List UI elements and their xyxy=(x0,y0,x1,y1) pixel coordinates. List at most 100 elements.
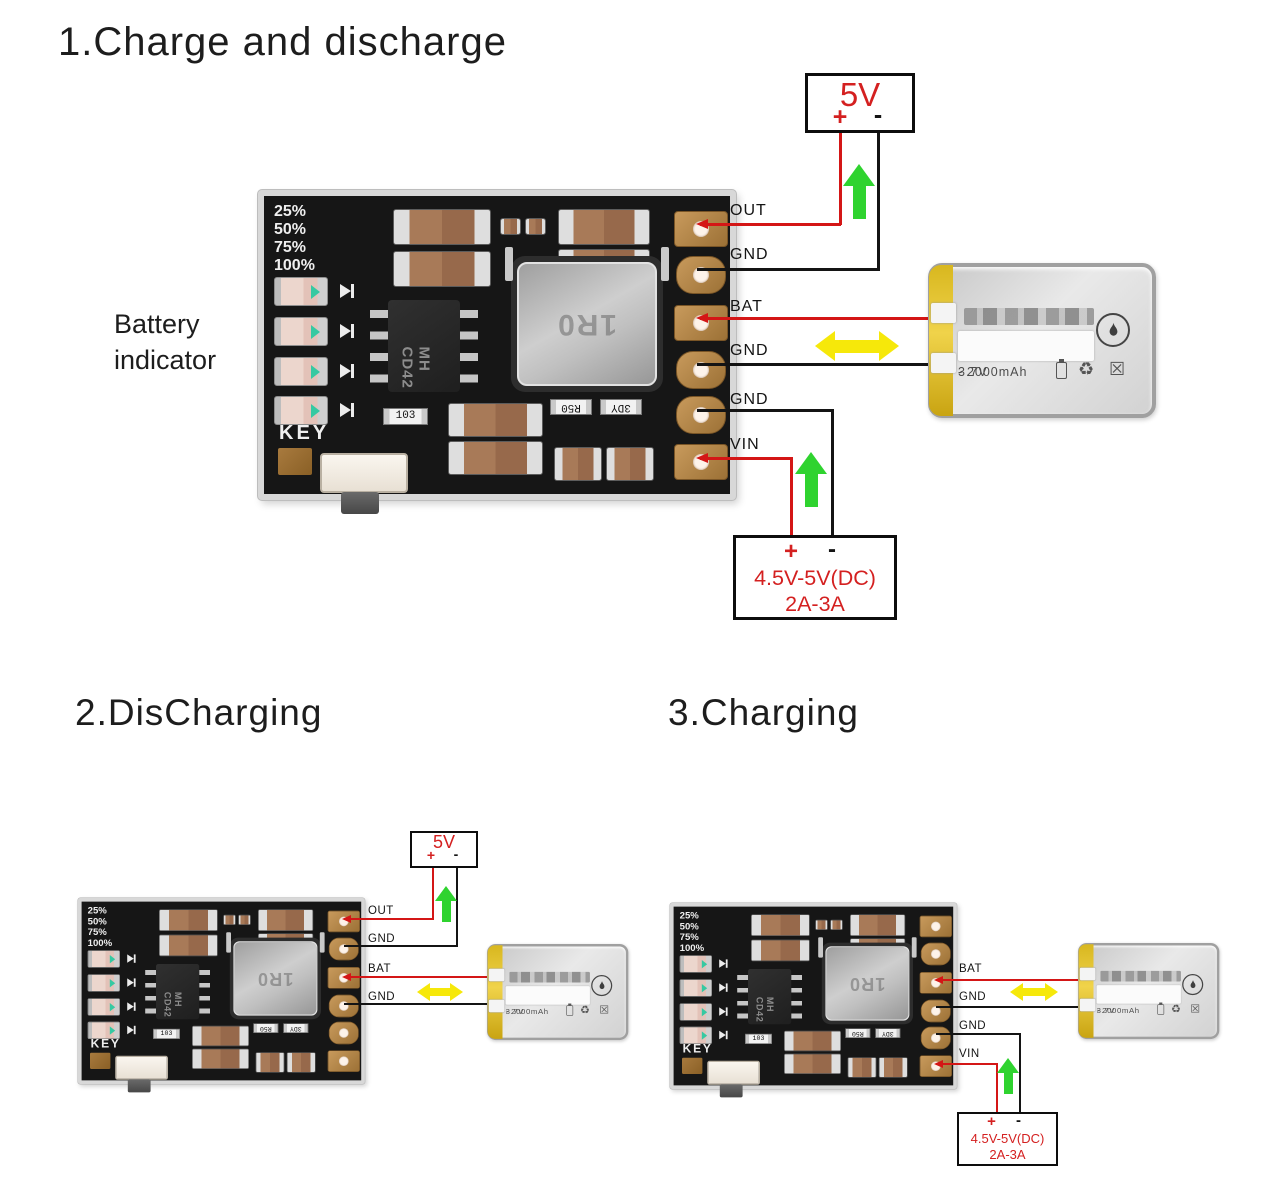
capacitor xyxy=(393,251,491,287)
battery-icon xyxy=(1056,359,1067,379)
lipo-battery: - 3.7V 2000mAh ♻ ☒ xyxy=(1078,943,1220,1040)
diode-arrow-icon xyxy=(340,324,354,338)
battery-negative-tab xyxy=(931,353,956,373)
pin-pad-gnd xyxy=(676,396,726,434)
key-switch xyxy=(115,1055,168,1080)
current-flow-up-arrow xyxy=(843,164,875,219)
led-indicator xyxy=(87,1021,120,1039)
section-2-title: 2.DisCharging xyxy=(75,692,323,733)
capacitor xyxy=(192,1025,249,1047)
supply-5v-box: 5V + - xyxy=(410,831,478,868)
gnd-wire xyxy=(831,409,834,536)
resistor-3dy: 3DY xyxy=(875,1028,901,1038)
minus-sign: - xyxy=(828,536,836,563)
plus-sign: + xyxy=(426,847,436,863)
battery-slot-3: - 3.7V 2000mAh ♻ ☒ xyxy=(1078,943,1220,1040)
pin-label-gnd: GND xyxy=(959,1020,987,1032)
resistor-3dy: 3DY xyxy=(600,399,642,415)
bat-gnd-wire xyxy=(697,363,940,366)
percent-label: 75% xyxy=(679,932,699,943)
out-wire xyxy=(344,918,434,920)
capacitor xyxy=(223,914,236,925)
wire-arrowhead xyxy=(696,453,708,463)
recycle-icon: ♻ xyxy=(1171,1002,1182,1015)
resistor-3dy: 3DY xyxy=(283,1023,309,1033)
pin-pad-bat xyxy=(674,305,728,341)
minus-sign: - xyxy=(873,101,883,129)
wire-arrowhead xyxy=(696,313,708,323)
gnd-wire xyxy=(456,866,458,947)
supply-5v-box: 5V + - xyxy=(805,73,915,133)
battery-icon xyxy=(1157,1002,1165,1015)
pin-pad-gnd xyxy=(328,994,359,1018)
capacitor xyxy=(255,1052,285,1073)
chip-leads xyxy=(737,975,748,1022)
section-1-title: 1.Charge and discharge xyxy=(58,20,507,64)
bat-gnd-wire xyxy=(936,1006,1090,1008)
battery-spec-text: - 3.7V 2000mAh xyxy=(505,1007,549,1016)
pin-label-bat: BAT xyxy=(368,963,392,975)
pin-label-vin: VIN xyxy=(730,436,760,453)
gnd-wire xyxy=(697,268,880,271)
wire-arrowhead xyxy=(696,219,708,229)
key-silkscreen-label: KEY xyxy=(682,1042,713,1056)
resistor-r50: R50 xyxy=(845,1028,871,1038)
bidirectional-arrow-icon xyxy=(1010,983,1058,1001)
recycle-icon: ♻ xyxy=(1078,359,1095,379)
diode-arrow-icon xyxy=(127,954,136,963)
capacitor xyxy=(558,209,650,245)
pin-pad-gnd xyxy=(920,1026,951,1050)
bat-gnd-wire xyxy=(344,1003,499,1005)
percent-label: 50% xyxy=(87,916,107,927)
key-switch xyxy=(707,1060,760,1085)
battery-icon xyxy=(566,1003,574,1016)
key-silkscreen-label: KEY xyxy=(279,422,330,444)
wire-arrowhead xyxy=(934,976,943,984)
plus-sign: + xyxy=(783,538,798,565)
pin-label-gnd: GND xyxy=(368,933,396,945)
led-indicator xyxy=(87,998,120,1016)
diode-arrow-icon xyxy=(340,403,354,417)
battery-percent-silkscreen: 25% 50% 75% 100% xyxy=(274,203,315,275)
percent-label: 50% xyxy=(679,921,699,932)
key-switch xyxy=(320,453,408,493)
supply-dc-box: + - 4.5V-5V(DC) 2A-3A xyxy=(733,535,897,620)
pin-label-bat: BAT xyxy=(959,963,983,975)
power-inductor: 1R0 xyxy=(511,256,663,392)
pin-label-out: OUT xyxy=(368,905,394,917)
current-flow-up-arrow xyxy=(795,452,827,507)
battery-spec-text: - 3.7V 2000mAh xyxy=(958,365,1028,379)
key-switch-knob xyxy=(719,1084,743,1098)
vin-wire xyxy=(996,1063,998,1114)
battery-barcode xyxy=(1100,970,1181,982)
diode-arrow-icon xyxy=(127,978,136,987)
battery-positive-tab xyxy=(488,968,505,982)
pin-pad-out xyxy=(674,211,728,247)
diode-arrow-icon xyxy=(127,1025,136,1035)
battery-percent-silkscreen: 25% 50% 75% 100% xyxy=(680,911,705,954)
flame-icon xyxy=(1182,974,1204,996)
pin-pad-vin xyxy=(327,1050,360,1072)
inductor-top: 1R0 xyxy=(233,941,318,1016)
diode-arrow-icon xyxy=(340,364,354,378)
inductor-tab xyxy=(319,932,325,953)
power-inductor: 1R0 xyxy=(821,942,913,1025)
capacitor xyxy=(192,1048,249,1069)
battery-positive-tab xyxy=(931,303,956,323)
percent-label: 25% xyxy=(679,910,699,921)
percent-label: 100% xyxy=(274,257,315,274)
inductor-top: 1R0 xyxy=(517,262,657,386)
pin-pad-gnd xyxy=(920,999,951,1023)
percent-label: 50% xyxy=(274,221,307,238)
pin-label-gnd: GND xyxy=(730,391,769,408)
led-indicator xyxy=(87,950,120,968)
capacitor xyxy=(751,914,810,936)
battery-blank-label xyxy=(958,331,1094,361)
gnd-wire xyxy=(344,945,458,947)
percent-label: 75% xyxy=(87,927,107,938)
capacitor xyxy=(258,909,314,931)
capacitor xyxy=(448,441,543,475)
